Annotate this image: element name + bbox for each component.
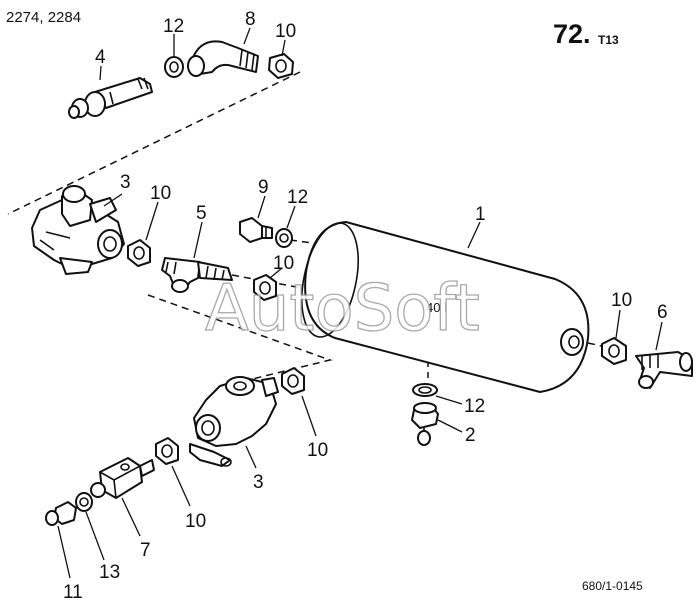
callout-part-7: 7 [140, 540, 151, 561]
callout-part-3-lower: 3 [253, 472, 264, 493]
part-3-valve-lower [189, 376, 279, 467]
part-10-nut-right [601, 337, 627, 365]
tank-marking: 40 l [426, 300, 447, 315]
part-11-plug [45, 501, 77, 526]
callout-part-3-upper: 3 [120, 172, 131, 193]
part-10-nut-tank [253, 274, 277, 301]
part-12-washer-bottom [412, 383, 438, 397]
dashed-line-lower [147, 294, 333, 383]
callout-part-9: 9 [258, 177, 269, 198]
part-12-washer-top [164, 56, 184, 78]
leader-lines [57, 27, 663, 579]
callout-part-12-a: 12 [163, 16, 184, 37]
part-10-nut-bottom [155, 437, 179, 465]
callout-part-4: 4 [95, 47, 106, 68]
callout-part-10-d: 10 [611, 290, 632, 311]
callout-part-10-f: 10 [185, 511, 206, 532]
page-number: 72. [553, 19, 591, 49]
part-10-nut-valve [127, 239, 151, 267]
page-suffix: T13 [598, 33, 619, 47]
callout-part-13: 13 [99, 562, 120, 583]
callout-part-6: 6 [657, 302, 668, 323]
part-10-nut-lower [281, 367, 305, 395]
callout-part-5: 5 [196, 203, 207, 224]
part-7-block-fitting [90, 457, 155, 499]
callout-part-12-b: 12 [287, 187, 308, 208]
drawing-code: 680/1-0145 [582, 579, 643, 593]
part-3-valve-upper [31, 185, 125, 275]
part-9-plug [239, 217, 273, 243]
callout-part-10-e: 10 [307, 440, 328, 461]
callout-part-2: 2 [465, 425, 476, 446]
part-4-hose-connector [68, 77, 153, 119]
callout-part-8: 8 [245, 9, 256, 30]
callout-part-12-c: 12 [464, 396, 485, 417]
callout-part-1: 1 [475, 204, 486, 225]
part-8-elbow-hose [187, 40, 259, 77]
part-5-tee-fitting [161, 257, 233, 293]
dashed-line-upper [7, 71, 301, 215]
part-6-fitting-right [635, 351, 693, 389]
watermark: AutoSoft [205, 272, 480, 346]
callout-part-10-b: 10 [275, 21, 296, 42]
part-2-drain-valve [411, 402, 439, 446]
part-10-nut-top [268, 53, 294, 79]
callout-part-10-a: 10 [150, 183, 171, 204]
callout-part-11: 11 [63, 582, 83, 603]
part-13-washer [75, 492, 93, 512]
part-12-washer-middle [275, 228, 293, 248]
air-tank: 40 l [301, 221, 590, 393]
model-codes: 2274, 2284 [6, 9, 81, 26]
callout-part-10-c: 10 [273, 253, 294, 274]
